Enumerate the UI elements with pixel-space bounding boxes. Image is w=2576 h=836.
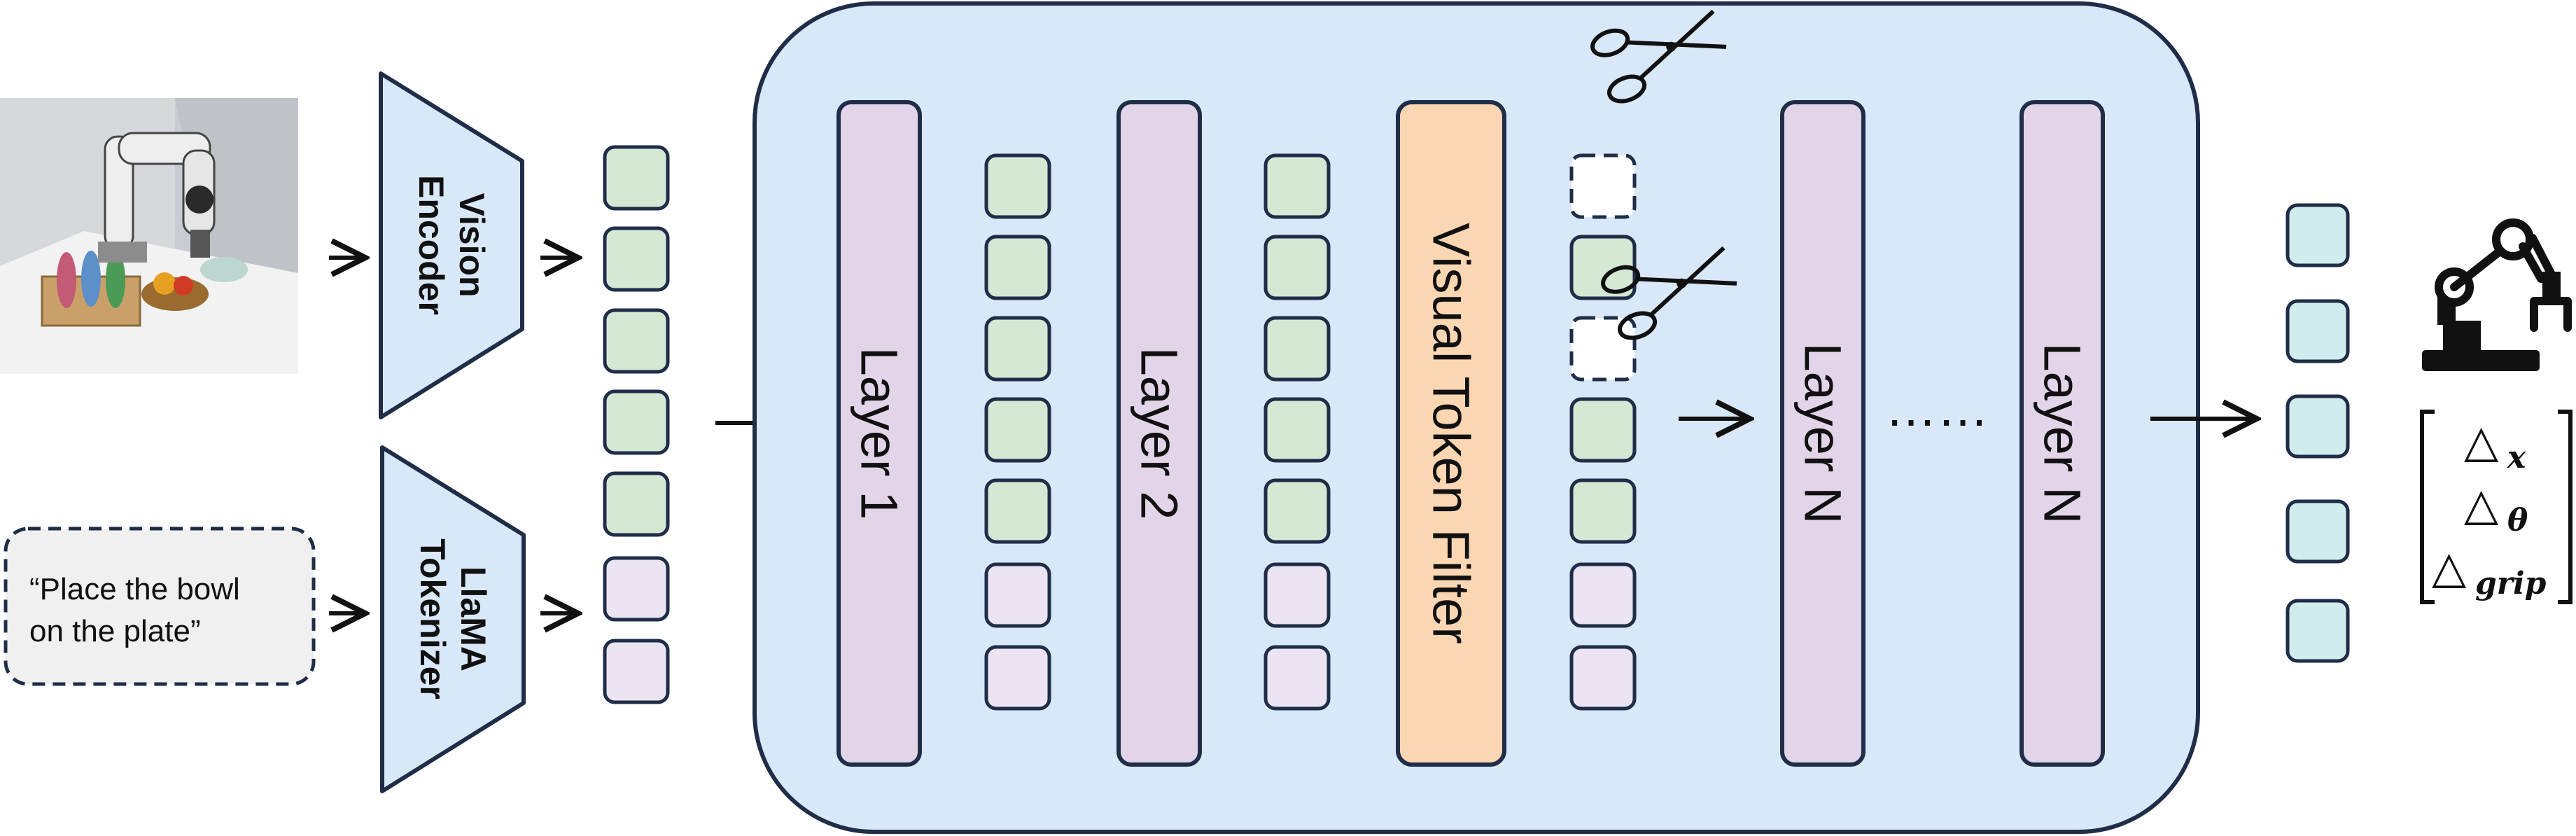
vector-left-bracket bbox=[2420, 410, 2435, 604]
visual-token bbox=[984, 478, 1051, 544]
visual-token bbox=[984, 235, 1051, 300]
delta-x-symbol: △ bbox=[2464, 416, 2499, 468]
visual-token bbox=[603, 308, 670, 374]
action-token bbox=[2286, 203, 2350, 267]
layer-2: Layer 2 bbox=[1116, 100, 1202, 767]
encoder-output-arrows bbox=[540, 258, 578, 613]
visual-token bbox=[1264, 153, 1331, 219]
layer-2-label: Layer 2 bbox=[1130, 347, 1189, 520]
text-token bbox=[603, 556, 670, 622]
visual-token bbox=[1264, 316, 1331, 382]
text-token bbox=[1569, 562, 1637, 628]
delta-theta-symbol: △ bbox=[2464, 479, 2499, 531]
robot-arm-icon bbox=[2422, 218, 2572, 371]
visual-token bbox=[1264, 235, 1331, 300]
robot-scene-photo bbox=[0, 98, 298, 374]
tokenizer-label-line2: Tokenizer bbox=[413, 538, 452, 699]
token-column-filtered bbox=[1569, 153, 1637, 711]
vector-right-bracket bbox=[2558, 410, 2572, 604]
text-token bbox=[984, 645, 1051, 711]
visual-token bbox=[1569, 397, 1637, 463]
action-vector: △ x △ θ △ grip bbox=[2420, 410, 2572, 604]
action-token bbox=[2286, 394, 2350, 459]
token-column-2 bbox=[1264, 153, 1331, 711]
scissors-icon bbox=[1601, 246, 1737, 340]
text-token bbox=[1264, 645, 1331, 711]
delta-x-subscript: x bbox=[2507, 440, 2526, 475]
instruction-box: “Place the bowl on the plate” bbox=[4, 527, 316, 686]
delta-grip-symbol: △ bbox=[2432, 542, 2467, 594]
instruction-text-line2: on the plate” bbox=[29, 614, 201, 648]
visual-token bbox=[603, 471, 670, 537]
visual-token bbox=[603, 389, 670, 455]
token-column-1 bbox=[984, 153, 1051, 711]
pruned-token bbox=[1569, 316, 1637, 382]
input-token-column bbox=[603, 145, 670, 704]
visual-token bbox=[984, 316, 1051, 382]
visual-token bbox=[1264, 478, 1331, 544]
delta-theta-subscript: θ bbox=[2507, 503, 2528, 538]
action-token bbox=[2286, 499, 2350, 564]
layer-n-first-label: Layer N bbox=[1794, 342, 1852, 524]
layer-1-label: Layer 1 bbox=[850, 347, 909, 520]
visual-token bbox=[984, 397, 1051, 463]
instruction-text-line1: “Place the bowl bbox=[29, 572, 240, 606]
vision-encoder-label-line1: Vision bbox=[452, 193, 491, 297]
llama-tokenizer: LlaMA Tokenizer bbox=[380, 445, 526, 793]
action-token bbox=[2286, 599, 2350, 663]
visual-token bbox=[984, 153, 1051, 219]
text-token bbox=[1264, 562, 1331, 628]
visual-token bbox=[603, 226, 670, 292]
scissors-icon bbox=[1590, 9, 1727, 104]
input-arrows bbox=[329, 258, 365, 613]
layer-n-last: Layer N bbox=[2019, 100, 2105, 767]
tokenizer-label-line1: LlaMA bbox=[454, 566, 493, 671]
action-token bbox=[2286, 299, 2350, 363]
vision-encoder-label-line2: Encoder bbox=[412, 175, 451, 315]
visual-token bbox=[603, 145, 670, 211]
delta-grip-subscript: grip bbox=[2475, 566, 2547, 601]
layer-n-last-label: Layer N bbox=[2033, 342, 2092, 524]
pruned-token bbox=[1569, 153, 1637, 219]
visual-token-filter-label: Visual Token Filter bbox=[1422, 223, 1480, 644]
visual-token bbox=[1264, 397, 1331, 463]
text-token bbox=[984, 562, 1051, 628]
visual-token-filter: Visual Token Filter bbox=[1396, 100, 1506, 767]
text-token bbox=[1569, 645, 1637, 711]
visual-token bbox=[1569, 478, 1637, 544]
layers-ellipsis: …… bbox=[1885, 379, 1989, 437]
layer-1: Layer 1 bbox=[836, 100, 922, 767]
output-token-column bbox=[2286, 203, 2350, 663]
vision-encoder: Vision Encoder bbox=[379, 71, 524, 419]
layer-n-first: Layer N bbox=[1780, 100, 1865, 767]
text-token bbox=[603, 639, 670, 704]
